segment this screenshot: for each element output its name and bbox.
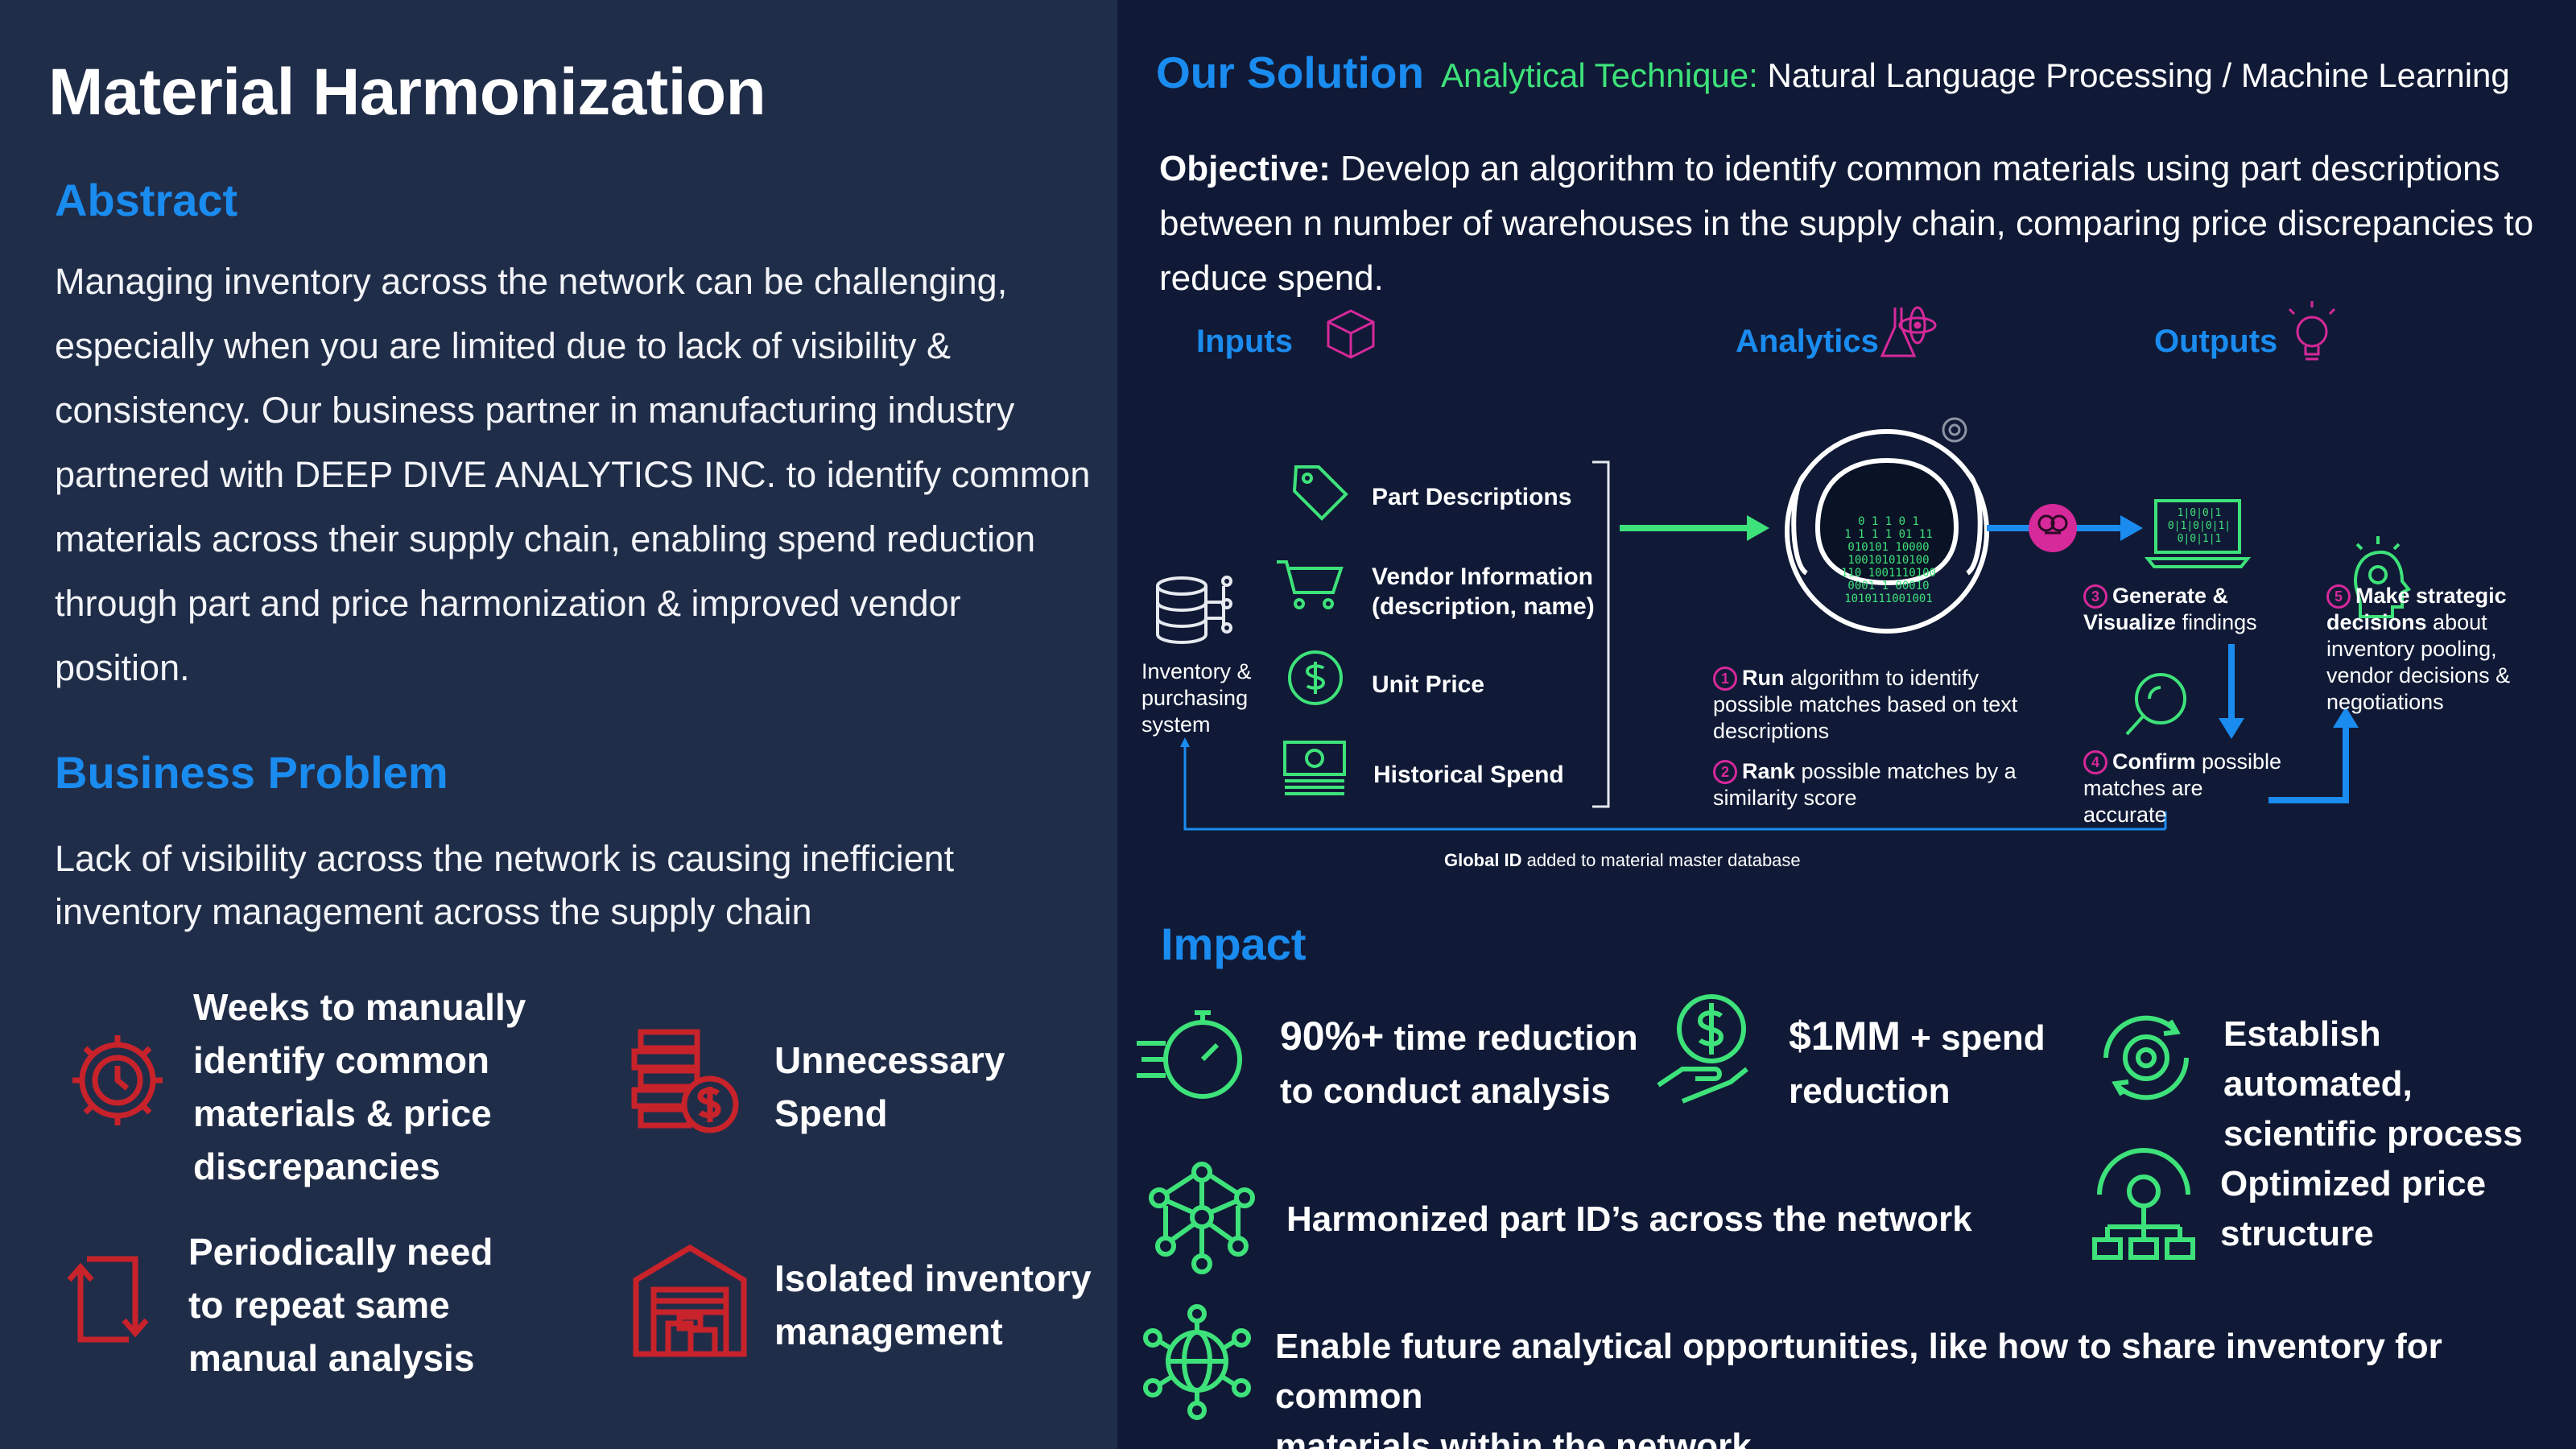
magnifier-icon bbox=[2125, 673, 2186, 736]
problem-spend-label: Unnecessary Spend bbox=[774, 1039, 1005, 1134]
objective: Objective: Develop an algorithm to ident… bbox=[1159, 142, 2560, 306]
flask-atom-icon bbox=[1880, 306, 1937, 357]
step-3-number: 3 bbox=[2083, 584, 2107, 609]
impact-future-opportunities: Enable future analytical opportunities, … bbox=[1275, 1327, 2442, 1449]
gear-clock-icon bbox=[61, 1024, 174, 1137]
inputs-heading: Inputs bbox=[1196, 324, 1293, 359]
solution-heading: Our Solution bbox=[1156, 47, 1425, 97]
problem-repeat-label: Periodically need to repeat same manual … bbox=[188, 1231, 493, 1379]
impact-automated-process: Establish automated, scientific process bbox=[2223, 1014, 2523, 1154]
abstract-heading: Abstract bbox=[55, 175, 238, 225]
gear-small-icon bbox=[1942, 417, 1967, 443]
step-5-number: 5 bbox=[2326, 584, 2351, 609]
lightbulb-icon bbox=[2288, 301, 2336, 361]
tag-icon bbox=[1292, 465, 1348, 521]
repeat-arrows-icon bbox=[64, 1251, 153, 1348]
laptop-screen-digits: 1|0|0|1 0|1|0|0|1| 0|0|1|1 bbox=[2167, 507, 2231, 545]
objective-text: Develop an algorithm to identify common … bbox=[1159, 149, 2534, 298]
source-system-label: Inventory & purchasing system bbox=[1141, 659, 1252, 737]
database-icon bbox=[1156, 576, 1232, 645]
impact-optimized-price: Optimized price structure bbox=[2220, 1164, 2487, 1253]
input-unit-price: Unit Price bbox=[1372, 671, 1485, 698]
right-panel bbox=[1117, 0, 2576, 1449]
globe-network-icon bbox=[1137, 1301, 1257, 1426]
objective-key: Objective: bbox=[1159, 149, 1331, 188]
dollar-icon bbox=[1288, 650, 1343, 705]
cash-icon bbox=[1283, 741, 1346, 795]
step-4-number: 4 bbox=[2083, 750, 2107, 774]
technique-value: Natural Language Processing / Machine Le… bbox=[1767, 56, 2510, 94]
analytics-heading: Analytics bbox=[1736, 324, 1879, 359]
business-problem-text: Lack of visibility across the network is… bbox=[55, 838, 955, 932]
impact-time-reduction: 90%+ time reduction to conduct analysis bbox=[1280, 1013, 1638, 1111]
step-2-number: 2 bbox=[1713, 760, 1737, 784]
impact-heading: Impact bbox=[1161, 919, 1307, 969]
cube-icon bbox=[1327, 309, 1375, 359]
problem-isolated-label: Isolated inventory management bbox=[774, 1257, 1092, 1352]
input-part-descriptions: Part Descriptions bbox=[1372, 484, 1572, 510]
outputs-heading: Outputs bbox=[2154, 324, 2278, 359]
left-panel bbox=[0, 0, 1117, 1449]
input-vendor-information: Vendor Information (description, name) bbox=[1372, 564, 1595, 620]
impact-harmonized-ids: Harmonized part ID’s across the network bbox=[1286, 1199, 1972, 1239]
stopwatch-icon bbox=[1130, 995, 1251, 1120]
astronaut-helmet-icon bbox=[1785, 429, 1989, 634]
input-historical-spend: Historical Spend bbox=[1373, 762, 1564, 788]
binary-visor: 0 1 1 0 1 1 1 1 1 01 11 010101 10000 100… bbox=[1840, 515, 1936, 605]
warehouse-icon bbox=[630, 1240, 750, 1360]
global-id-label: Global ID added to material master datab… bbox=[1444, 850, 1801, 870]
technique-key: Analytical Technique: bbox=[1441, 56, 1758, 94]
abstract-text: Managing inventory across the network ca… bbox=[55, 261, 1091, 688]
business-problem-heading: Business Problem bbox=[55, 747, 448, 798]
head-idea-icon bbox=[2353, 536, 2412, 618]
page-title: Material Harmonization bbox=[48, 56, 766, 129]
money-stack-icon bbox=[630, 1024, 742, 1137]
gear-hierarchy-icon bbox=[2083, 1146, 2204, 1271]
dollar-hand-icon bbox=[1652, 989, 1757, 1121]
problem-weeks-label: Weeks to manually identify common materi… bbox=[193, 986, 526, 1187]
technique-line: Analytical Technique: Natural Language P… bbox=[1441, 56, 2510, 95]
cart-icon bbox=[1277, 560, 1344, 609]
gear-cycle-icon bbox=[2082, 993, 2211, 1126]
laptop-icon bbox=[2144, 499, 2252, 568]
impact-spend-reduction: $1MM + spend reduction bbox=[1789, 1013, 2046, 1111]
flow-diagram bbox=[1156, 301, 2412, 831]
network-icon bbox=[1141, 1156, 1262, 1281]
step-1-number: 1 bbox=[1713, 667, 1737, 691]
